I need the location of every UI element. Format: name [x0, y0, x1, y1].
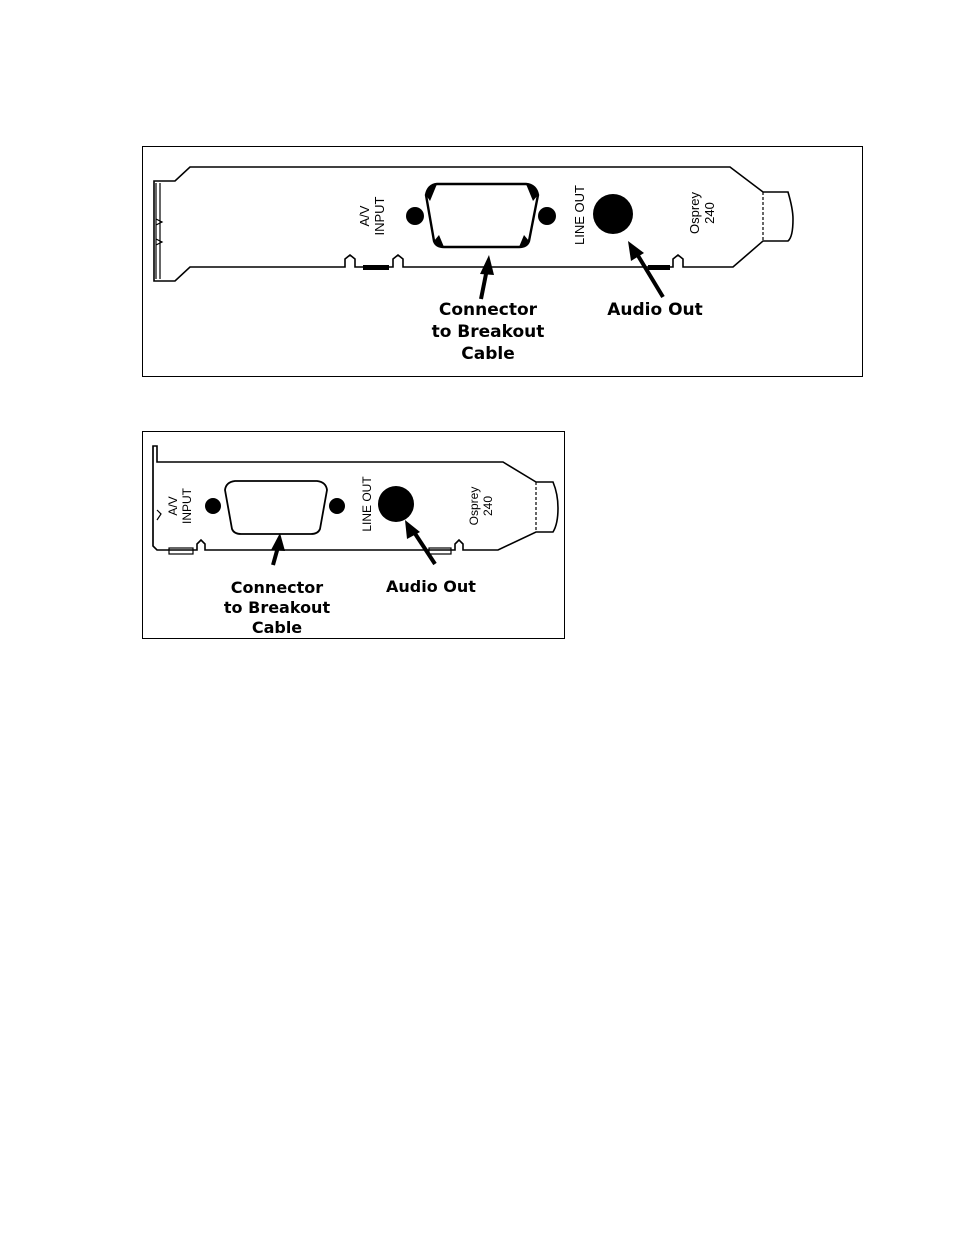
model-label-line2: 240	[702, 202, 717, 224]
bracket-drawing: A/V INPUT LINE OUT Osprey 240 Connector …	[143, 432, 564, 638]
audio-out-callout: Audio Out	[386, 577, 476, 596]
bracket-tab-detail	[156, 183, 162, 279]
av-input-hole-right	[329, 498, 345, 514]
av-input-hole-right	[538, 207, 556, 225]
av-input-label-line2: INPUT	[180, 487, 194, 524]
connector-callout-line1: Connector	[439, 300, 538, 320]
connector-callout-line2: to Breakout	[224, 598, 331, 617]
audio-out-callout: Audio Out	[607, 300, 703, 320]
bracket-drawing: A/V INPUT LINE OUT Osprey 240 Connector …	[143, 147, 862, 376]
model-label-line2: 240	[481, 496, 495, 516]
connector-callout-line1: Connector	[231, 578, 323, 597]
audio-out-arrow-shaft	[637, 254, 663, 297]
av-input-hole-left	[205, 498, 221, 514]
bracket-diagram-full-height: A/V INPUT LINE OUT Osprey 240 Connector …	[142, 146, 863, 377]
model-label-line1: Osprey	[687, 192, 702, 234]
bracket-diagram-low-profile: A/V INPUT LINE OUT Osprey 240 Connector …	[142, 431, 565, 639]
bracket-slot	[648, 265, 670, 270]
model-label-line1: Osprey	[467, 487, 481, 526]
line-out-label: LINE OUT	[360, 476, 374, 532]
connector-arrow-head	[271, 533, 285, 551]
line-out-jack	[378, 486, 414, 522]
bracket-outline	[153, 446, 558, 550]
connector-callout-line3: Cable	[461, 344, 514, 364]
line-out-label: LINE OUT	[572, 185, 587, 245]
bracket-slot	[429, 548, 451, 554]
line-out-jack	[593, 194, 633, 234]
breakout-connector	[426, 184, 538, 247]
av-input-hole-left	[406, 207, 424, 225]
bracket-slot	[169, 548, 193, 554]
bracket-slot	[363, 265, 389, 270]
connector-callout-line3: Cable	[252, 618, 302, 637]
connector-arrow-head	[480, 255, 494, 275]
av-input-label-line2: INPUT	[372, 196, 387, 235]
breakout-connector	[225, 481, 327, 534]
connector-callout-line2: to Breakout	[432, 322, 545, 342]
av-input-label-line1: A/V	[166, 496, 180, 515]
av-input-label-line1: A/V	[357, 205, 372, 226]
